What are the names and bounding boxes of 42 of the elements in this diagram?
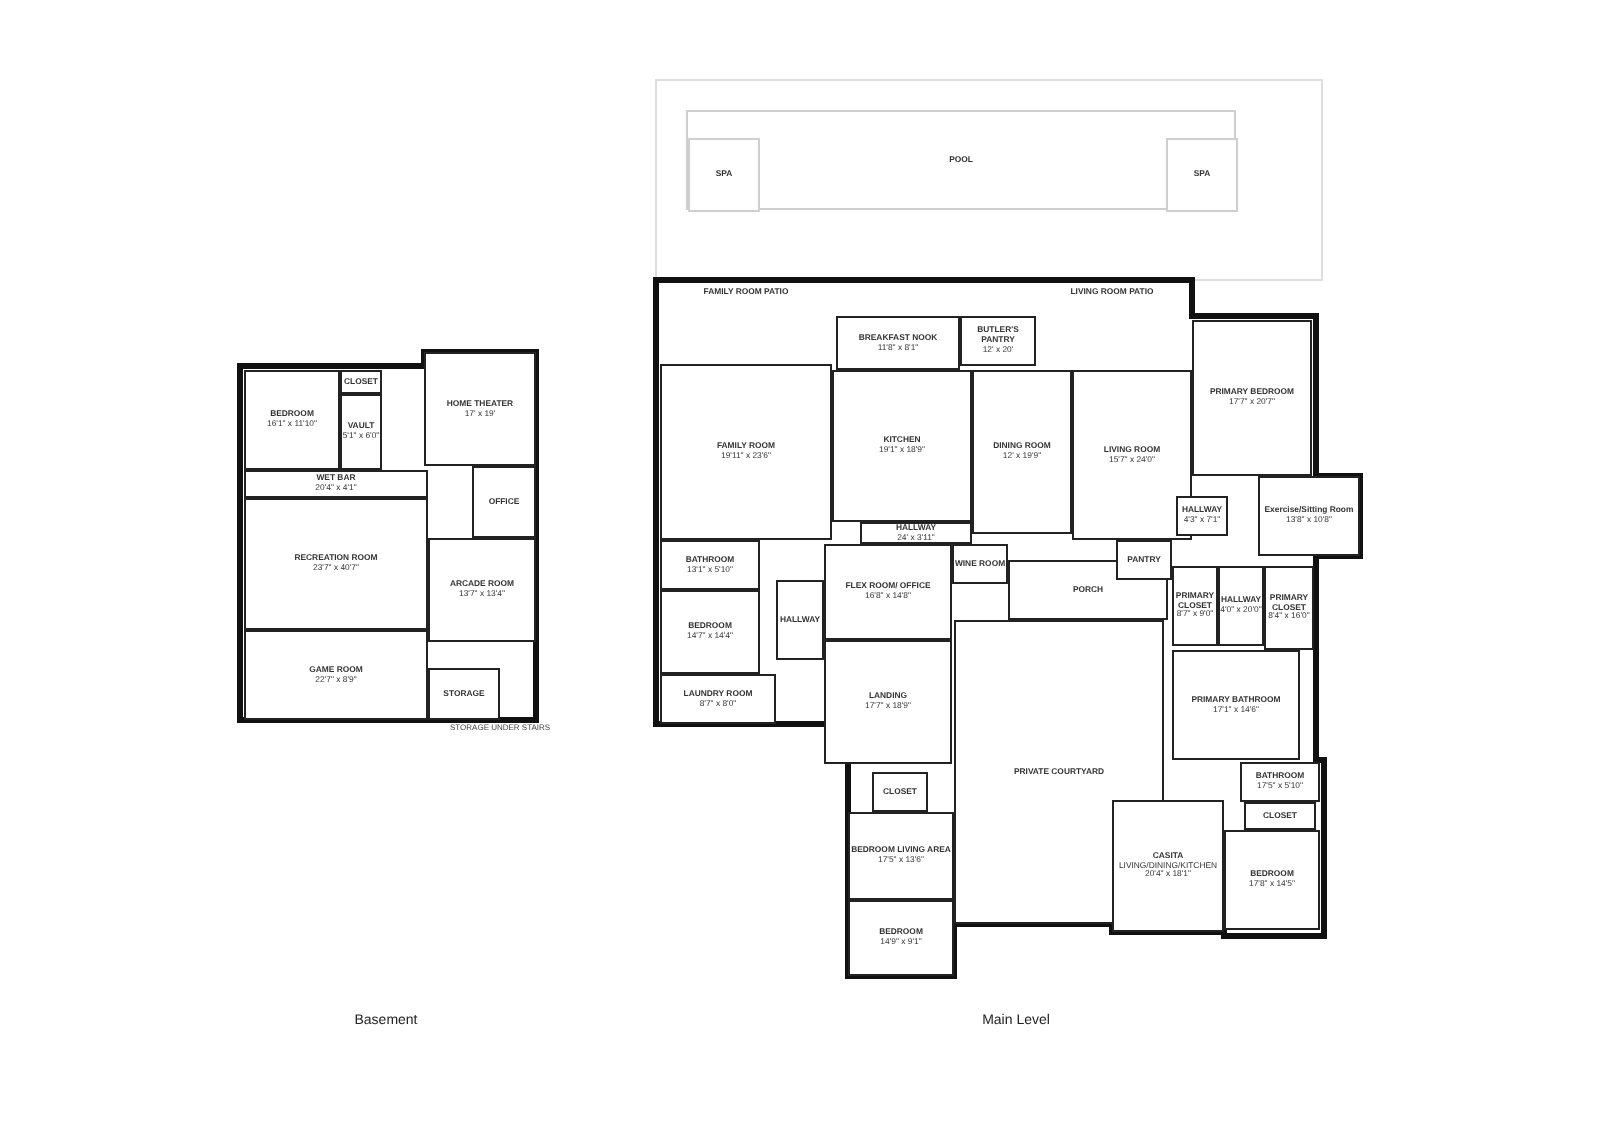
- room-outline: [660, 540, 760, 590]
- room-outline: [860, 522, 972, 544]
- room-outline: [1116, 540, 1172, 580]
- room-outline: [952, 544, 1008, 584]
- room-outline: [1240, 762, 1320, 802]
- room-outline: [1244, 802, 1316, 830]
- room-outline: [1192, 320, 1312, 476]
- room-outline: [836, 316, 960, 370]
- room-outline: [1258, 476, 1360, 556]
- pool-outline: [686, 110, 1236, 210]
- room-outline: [340, 394, 382, 470]
- room-outline: [872, 772, 928, 812]
- pool-outline: [688, 138, 760, 212]
- room-outline: [1218, 566, 1264, 646]
- room-outline: [244, 498, 428, 630]
- room-outline: [848, 900, 954, 976]
- room-outline: [1176, 496, 1228, 536]
- room-outline: [776, 580, 824, 660]
- room-outline: [244, 630, 428, 720]
- room-outline: [1172, 650, 1300, 760]
- room-outline: [472, 466, 536, 538]
- room-outline: [428, 538, 536, 642]
- room-outline: [1172, 566, 1218, 646]
- room-outline: [244, 470, 428, 498]
- room-outline: [848, 812, 954, 900]
- room-outline: [428, 668, 500, 720]
- pool-outline: [1166, 138, 1238, 212]
- room-outline: [244, 370, 340, 470]
- room-outline: [832, 370, 972, 522]
- room-outline: [1008, 560, 1168, 620]
- room-outline: [660, 590, 760, 674]
- room-outline: [1224, 830, 1320, 930]
- room-outline: [824, 640, 952, 764]
- room-outline: [960, 316, 1036, 366]
- room-outline: [1264, 566, 1314, 650]
- room-outline: [340, 370, 382, 394]
- room-outline: [660, 674, 776, 724]
- room-outline: [972, 370, 1072, 534]
- room-outline: [1112, 800, 1224, 932]
- room-outline: [660, 364, 832, 540]
- room-outline: [424, 352, 536, 466]
- room-outline: [824, 544, 952, 640]
